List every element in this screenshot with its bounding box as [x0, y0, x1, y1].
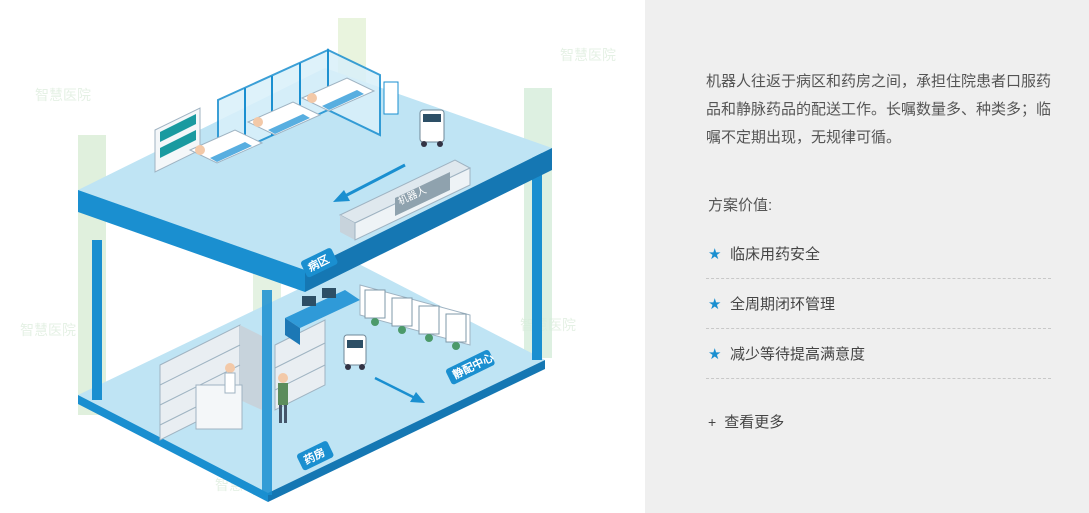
post-center: [262, 290, 272, 495]
value-item-satisfaction: ★ 减少等待提高满意度: [706, 329, 1051, 379]
view-more-link[interactable]: + 查看更多: [708, 411, 784, 432]
star-icon: ★: [708, 245, 722, 263]
delivery-robot-lower: [343, 334, 367, 370]
value-item-label: 全周期闭环管理: [730, 296, 836, 313]
lower-floor-front-edge: [78, 395, 268, 502]
watermark-6: 智慧医院: [560, 47, 616, 63]
watermark-1: 智慧医院: [35, 87, 91, 103]
post-right: [532, 150, 542, 360]
route-arrow-upper: [344, 163, 406, 198]
plus-icon: +: [708, 413, 717, 430]
post-left: [92, 240, 102, 400]
pharmacist-figures: [224, 363, 288, 423]
hospital-illustration: 智慧医院 智慧医院 智慧医院 智慧医院 智慧医院 智慧医院: [20, 18, 616, 502]
hospital-floors-graphic: 智慧医院 智慧医院 智慧医院 智慧医院 智慧医院 智慧医院: [20, 18, 616, 502]
value-item-closed-loop: ★ 全周期闭环管理: [706, 279, 1051, 329]
value-list: ★ 临床用药安全 ★ 全周期闭环管理 ★ 减少等待提高满意度: [706, 229, 1051, 379]
upper-floor-front-edge: [78, 190, 305, 292]
tag-pharmacy: 药房: [297, 441, 334, 471]
nurse-station: 机器人: [338, 159, 472, 241]
star-icon: ★: [708, 345, 722, 363]
tag-ward: 病区: [301, 248, 338, 278]
route-arrowhead-upper: [333, 190, 350, 202]
lower-floor-side-edge: [268, 360, 545, 502]
medicine-cabinet: [154, 107, 201, 173]
route-arrow-lower: [374, 376, 416, 400]
upper-floor-side-edge: [305, 148, 552, 292]
delivery-robot-upper: [419, 109, 445, 147]
watermark-4: 智慧医院: [20, 322, 76, 338]
view-more-label: 查看更多: [724, 414, 785, 431]
value-item-label: 减少等待提高满意度: [730, 346, 866, 363]
value-item-label: 临床用药安全: [730, 246, 821, 263]
value-title: 方案价值:: [708, 197, 773, 214]
solution-description: 机器人往返于病区和药房之间，承担住院患者口服药品和静脉药品的配送工作。长嘱数量多…: [706, 73, 1052, 146]
route-arrowhead-lower: [410, 392, 425, 403]
dispensing-workstations: [285, 284, 471, 350]
value-item-clinical-safety: ★ 临床用药安全: [706, 229, 1051, 279]
solution-panel: 机器人往返于病区和药房之间，承担住院患者口服药品和静脉药品的配送工作。长嘱数量多…: [645, 0, 1089, 513]
star-icon: ★: [708, 295, 722, 313]
ward-beds: [188, 77, 376, 164]
